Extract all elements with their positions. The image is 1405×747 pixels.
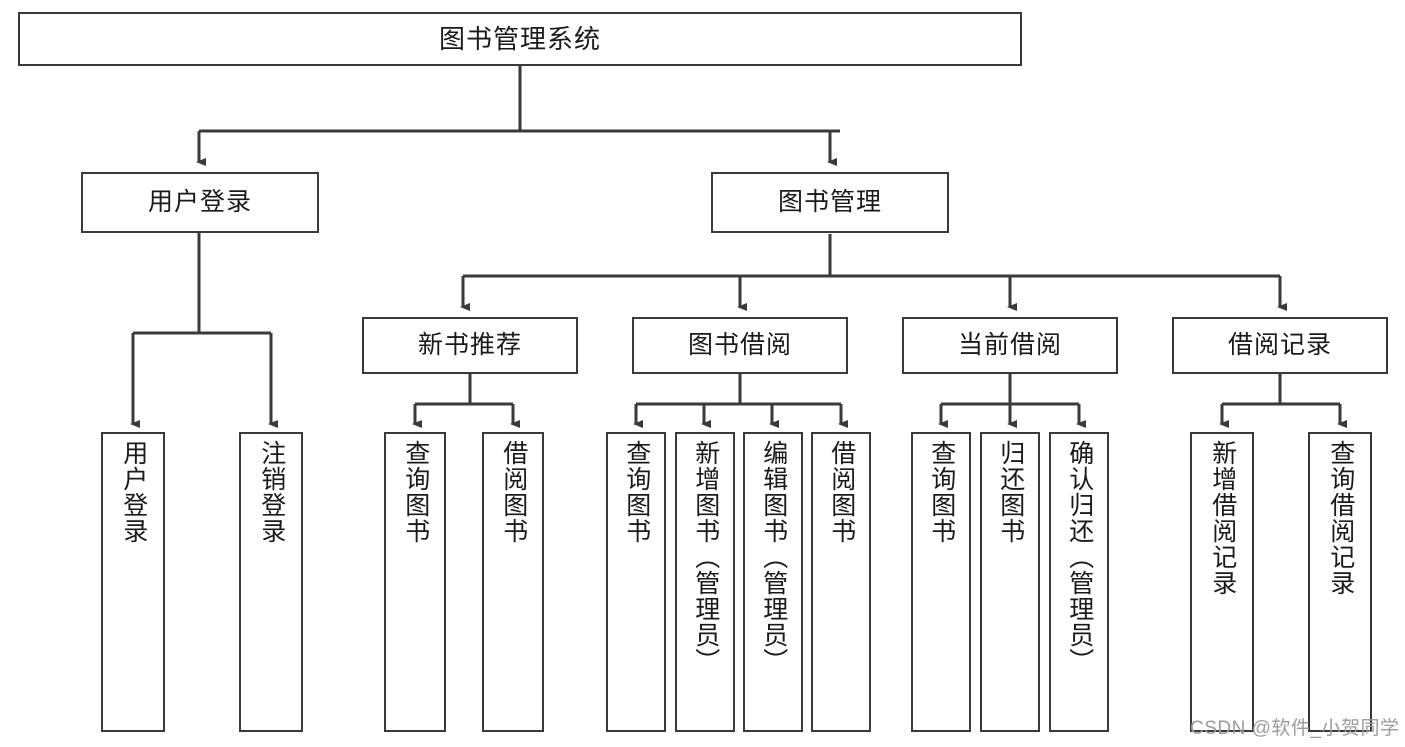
node-label: 查询借阅记录 [1326,440,1355,596]
node-label: 借阅图书 [499,440,528,544]
node-label: 图书管理系统 [438,23,601,54]
node-book-management[interactable]: 图书管理 [711,172,949,233]
leaf-add-book-admin[interactable]: 新增图书（管理员） [675,432,735,732]
leaf-borrow-book[interactable]: 借阅图书 [811,432,871,732]
node-label: 当前借阅 [957,330,1062,359]
leaf-borrow-book-recommend[interactable]: 借阅图书 [482,432,544,732]
node-user-login[interactable]: 用户登录 [81,172,319,233]
node-root-system[interactable]: 图书管理系统 [18,12,1022,66]
node-label: 用户登录 [147,187,252,216]
node-label: 注销登录 [257,440,286,544]
leaf-query-book-borrow[interactable]: 查询图书 [606,432,666,732]
leaf-query-borrow-record[interactable]: 查询借阅记录 [1308,432,1372,732]
node-current-borrow[interactable]: 当前借阅 [902,317,1118,374]
node-label: 编辑图书（管理员） [759,440,788,674]
node-label: 新书推荐 [417,330,522,359]
node-label: 新增借阅记录 [1208,440,1237,596]
node-label: 查询图书 [622,440,651,544]
node-label: 确认归还（管理员） [1065,440,1094,674]
node-borrow-records[interactable]: 借阅记录 [1172,317,1388,374]
node-label: 用户登录 [119,440,148,544]
leaf-add-borrow-record[interactable]: 新增借阅记录 [1190,432,1254,732]
node-book-borrow[interactable]: 图书借阅 [632,317,848,374]
leaf-logout[interactable]: 注销登录 [239,432,303,732]
node-label: 归还图书 [996,440,1025,544]
node-label: 图书借阅 [687,330,792,359]
node-new-book-recommend[interactable]: 新书推荐 [362,317,578,374]
watermark: CSDN @软件_小贺同学 [1190,718,1400,739]
node-label: 图书管理 [777,187,882,216]
leaf-confirm-return-admin[interactable]: 确认归还（管理员） [1049,432,1109,732]
node-label: 新增图书（管理员） [691,440,720,674]
leaf-edit-book-admin[interactable]: 编辑图书（管理员） [743,432,803,732]
node-label: 查询图书 [401,440,430,544]
node-label: 查询图书 [927,440,956,544]
leaf-user-login[interactable]: 用户登录 [101,432,165,732]
node-label: 借阅记录 [1227,330,1332,359]
leaf-query-book-current[interactable]: 查询图书 [911,432,971,732]
leaf-return-book[interactable]: 归还图书 [980,432,1040,732]
node-label: 借阅图书 [827,440,856,544]
leaf-query-book-recommend[interactable]: 查询图书 [384,432,446,732]
